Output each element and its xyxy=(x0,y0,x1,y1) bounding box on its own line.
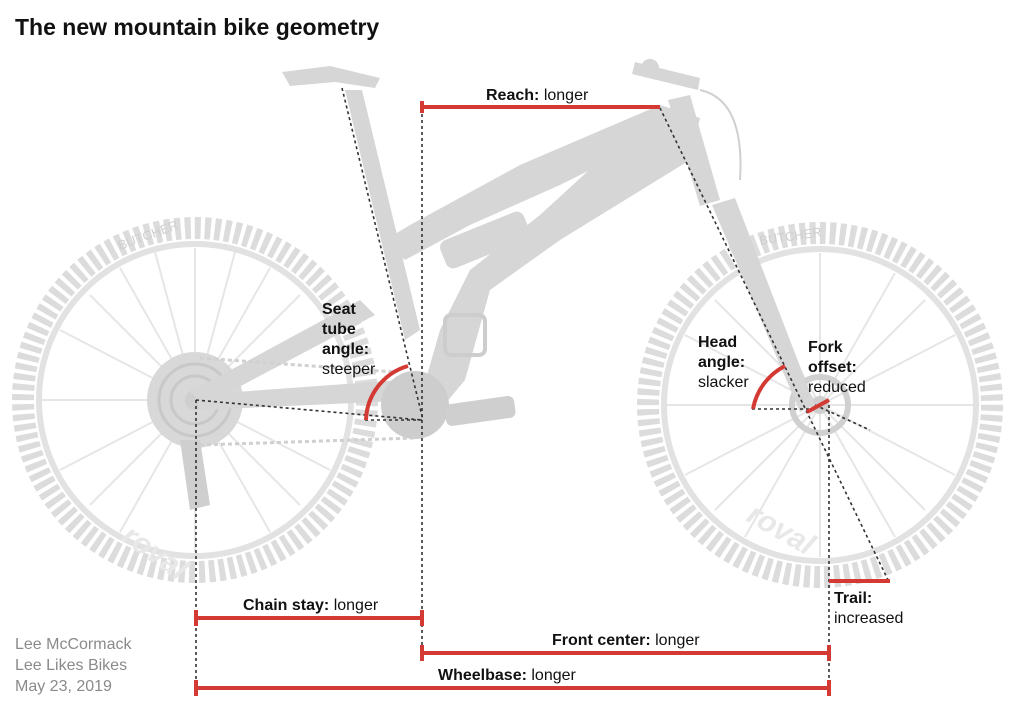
trail-value: increased xyxy=(834,610,904,627)
front-tire-branding: BUTCHER xyxy=(758,224,822,248)
reach-bar xyxy=(420,101,660,113)
seat-tube-angle-term-1: Seat xyxy=(322,301,356,318)
head-angle-term-2: angle: xyxy=(698,354,746,371)
fork-offset-bar xyxy=(806,398,830,414)
fork-offset-value: reduced xyxy=(808,379,866,396)
credit-author: Lee McCormack xyxy=(15,636,132,653)
head-angle-label: Head angle: slacker xyxy=(698,333,749,393)
head-angle-term-1: Head xyxy=(698,334,738,351)
front-center-label: Front center: longer xyxy=(552,631,700,651)
wheelbase-label: Wheelbase: longer xyxy=(438,666,576,686)
credit-date: May 23, 2019 xyxy=(15,678,112,695)
front-center-value: longer xyxy=(655,632,700,649)
construction-lines xyxy=(195,87,889,690)
bike-frame xyxy=(180,59,815,510)
seat-tube-angle-value: steeper xyxy=(322,361,376,378)
chain-stay-term: Chain stay: xyxy=(243,597,330,614)
diagram-title: The new mountain bike geometry xyxy=(15,14,380,40)
front-center-bar xyxy=(420,645,831,661)
chain-stay-label: Chain stay: longer xyxy=(243,596,378,616)
seat-tube-angle-label: Seat tube angle: steeper xyxy=(322,300,375,380)
front-wheel: BUTCHER roval xyxy=(637,222,1003,588)
measurement-marks xyxy=(194,101,890,696)
credit-site: Lee Likes Bikes xyxy=(15,657,128,674)
wheelbase-term: Wheelbase: xyxy=(438,667,527,684)
seat-tube-angle-term-2: tube xyxy=(322,321,356,338)
fork-offset-label: Fork offset: reduced xyxy=(808,338,866,398)
fork-offset-term-1: Fork xyxy=(808,339,843,356)
front-center-term: Front center: xyxy=(552,632,651,649)
trail-label: Trail: increased xyxy=(834,589,903,629)
chain-stay-value: longer xyxy=(333,597,379,614)
wheelbase-bar xyxy=(194,680,831,696)
fork-offset-term-2: offset: xyxy=(808,359,857,376)
reach-value: longer xyxy=(543,87,589,104)
credit-block: Lee McCormack Lee Likes Bikes May 23, 20… xyxy=(15,634,131,697)
head-angle-arc xyxy=(751,364,786,410)
seat-angle-arc xyxy=(364,364,409,421)
trail-term: Trail: xyxy=(834,590,873,607)
wheelbase-value: longer xyxy=(531,667,576,684)
head-angle-value: slacker xyxy=(698,374,749,391)
chain-stay-bar xyxy=(194,610,424,626)
seat-tube-angle-term-3: angle: xyxy=(322,341,370,358)
reach-label: Reach: longer xyxy=(486,86,588,106)
reach-term: Reach: xyxy=(486,87,540,104)
